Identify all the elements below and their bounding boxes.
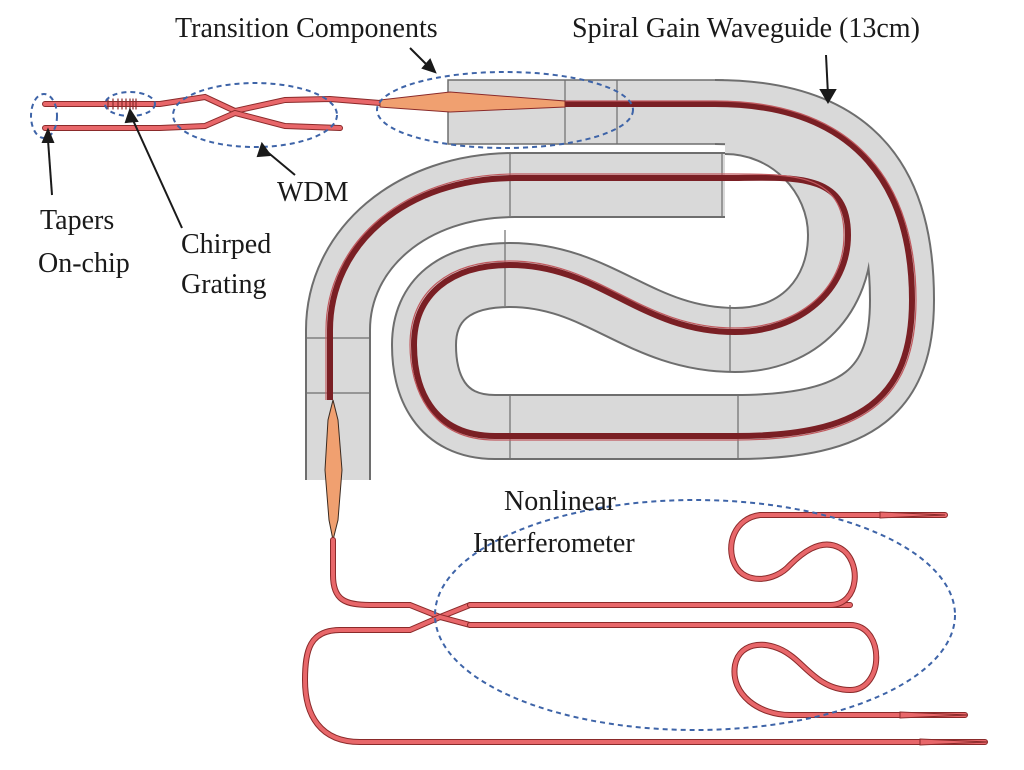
chirped-label: Chirped [181,229,272,260]
interferometer-label: Interferometer [473,528,635,559]
spiral-gain-waveguide-label: Spiral Gain Waveguide (13cm) [572,13,920,44]
transition-components-label: Transition Components [175,13,438,44]
on-chip-label: On-chip [38,248,130,279]
wdm-ellipse [172,82,338,148]
interferometer-ellipse [434,499,956,731]
spiral-gain-core [327,101,916,439]
transition-taper [379,91,566,113]
nonlinear-label: Nonlinear [504,486,616,517]
output-waveguides [301,399,989,746]
pointer-arrows [41,47,837,229]
spiral-substrate [305,79,936,480]
chirped-grating [107,98,137,110]
tapers-ellipse [30,93,58,139]
transition-ellipse [376,71,634,149]
input-waveguides [42,91,566,131]
tapers-label: Tapers [40,205,115,236]
wdm-label: WDM [277,177,349,208]
grating-label: Grating [181,269,267,300]
